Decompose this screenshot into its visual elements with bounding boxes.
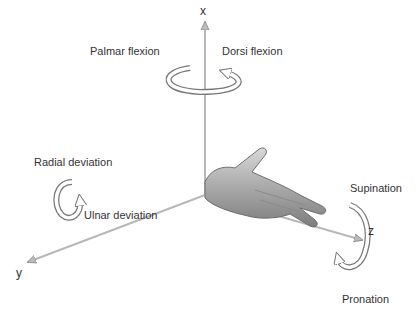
motion-label: Pronation [342, 293, 389, 306]
axis-label: x [200, 4, 206, 18]
motion-label: Supination [350, 182, 402, 195]
x-axis [204, 22, 206, 195]
motion-label: Ulnar deviation [84, 209, 157, 222]
x-rotation-arrow [169, 68, 239, 92]
hand-figure [205, 148, 326, 227]
z-rotation-arrow [338, 205, 368, 267]
motion-label: Palmar flexion [90, 45, 160, 58]
motion-label: Dorsi flexion [222, 45, 283, 58]
motion-label: Radial deviation [34, 156, 112, 169]
axis-label: y [16, 266, 22, 280]
axis-label: z [368, 224, 374, 238]
y-rotation-arrow [56, 182, 80, 218]
